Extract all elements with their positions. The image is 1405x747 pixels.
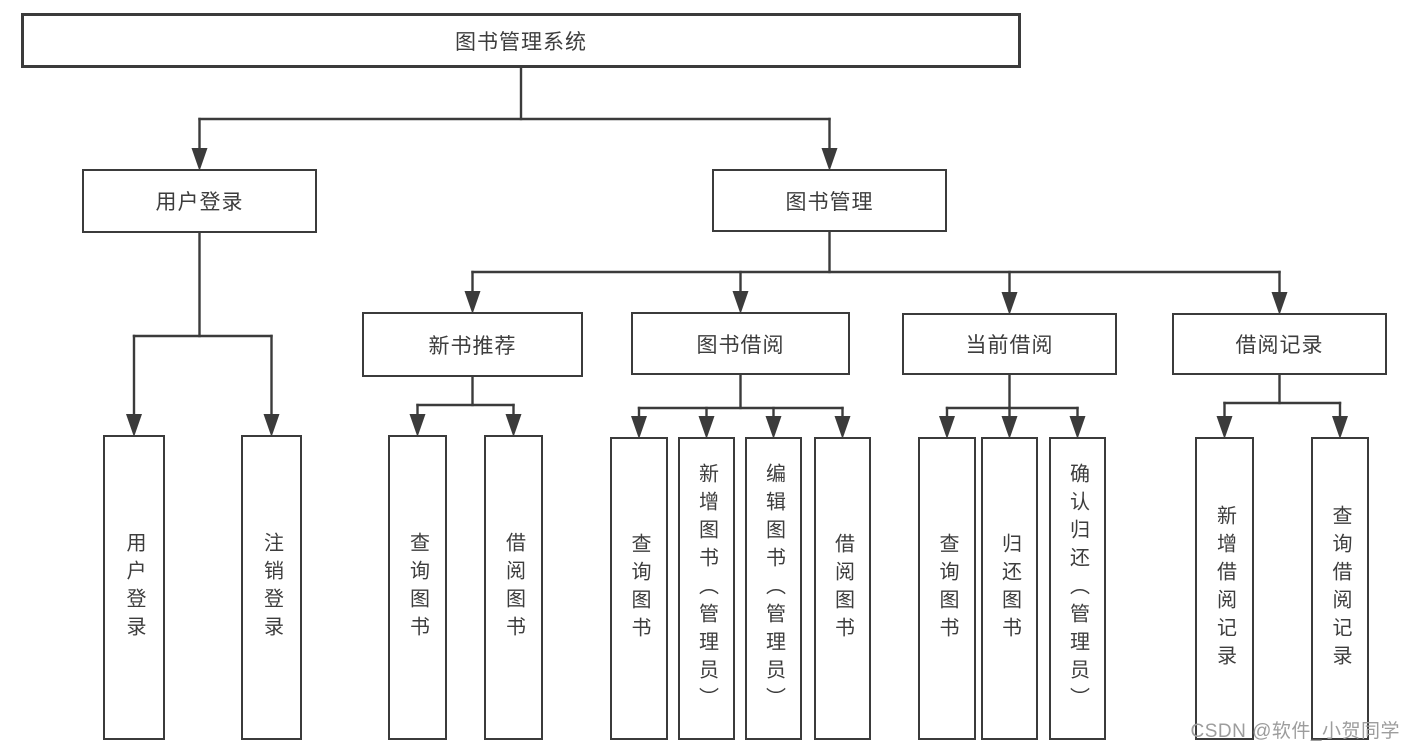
diagram-box-label: 查询图书 xyxy=(406,531,429,644)
arrowhead-icon xyxy=(631,416,647,439)
diagram-box-label: 查询图书 xyxy=(628,532,650,645)
arrowhead-icon xyxy=(409,414,426,437)
arrowhead-icon xyxy=(834,416,851,439)
arrowhead-icon xyxy=(821,148,838,171)
diagram-box-label: 查询图书 xyxy=(936,532,958,645)
diagram-box-label: 图书借阅 xyxy=(696,333,785,357)
diagram-box-label: 借阅记录 xyxy=(1235,334,1324,357)
diagram-box-label: 归还图书 xyxy=(998,532,1021,645)
diagram-box-node-newbook: 新书推荐 xyxy=(362,312,583,377)
diagram-box-node-manage: 图书管理 xyxy=(712,169,947,232)
diagram-box-label: 借阅图书 xyxy=(502,531,525,644)
diagram-box-label: 新增借阅记录 xyxy=(1213,504,1236,673)
diagram-box-label: 借阅图书 xyxy=(831,532,854,645)
diagram-box-label: 新增图书（管理员） xyxy=(695,462,718,715)
diagram-box-node-borrow: 图书借阅 xyxy=(631,312,850,375)
arrowhead-icon xyxy=(1332,416,1348,439)
diagram-box-node-records: 借阅记录 xyxy=(1172,313,1387,375)
watermark: CSDN @软件_小贺同学 xyxy=(1190,721,1400,742)
diagram-box-leaf-bw-add: 新增图书（管理员） xyxy=(678,437,735,740)
arrowhead-icon xyxy=(126,414,142,437)
diagram-box-label: 用户登录 xyxy=(155,191,244,214)
arrowhead-icon xyxy=(698,416,715,439)
arrowhead-icon xyxy=(1069,416,1086,439)
diagram-box-label: 用户登录 xyxy=(123,531,145,644)
arrowhead-icon xyxy=(939,416,955,439)
diagram-box-label: 新书推荐 xyxy=(428,334,517,358)
arrowhead-icon xyxy=(732,291,749,314)
arrowhead-icon xyxy=(765,416,782,439)
diagram-box-label: 编辑图书（管理员） xyxy=(762,462,785,715)
arrowhead-icon xyxy=(1216,416,1233,439)
arrowhead-icon xyxy=(191,148,208,171)
diagram-box-leaf-rec-add: 新增借阅记录 xyxy=(1195,437,1254,740)
diagram-box-leaf-bw-edit: 编辑图书（管理员） xyxy=(745,437,802,740)
diagram-box-leaf-cur-return: 归还图书 xyxy=(981,437,1038,740)
arrowhead-icon xyxy=(1271,292,1288,315)
diagram-box-leaf-nb-query: 查询图书 xyxy=(388,435,447,740)
diagram-box-node-login: 用户登录 xyxy=(82,169,317,233)
diagram-box-leaf-bw-borrow: 借阅图书 xyxy=(814,437,871,740)
diagram-box-leaf-cur-query: 查询图书 xyxy=(918,437,976,740)
diagram-box-leaf-nb-borrow: 借阅图书 xyxy=(484,435,543,740)
diagram-box-node-current: 当前借阅 xyxy=(902,313,1117,375)
diagram-box-leaf-rec-query: 查询借阅记录 xyxy=(1311,437,1369,740)
arrowhead-icon xyxy=(1001,292,1018,315)
diagram-box-label: 图书管理 xyxy=(785,190,874,214)
arrowhead-icon xyxy=(464,291,481,314)
diagram-box-label: 确认归还（管理员） xyxy=(1066,462,1089,715)
arrowhead-icon xyxy=(1001,416,1018,439)
diagram-box-leaf-user-login: 用户登录 xyxy=(103,435,165,740)
arrowhead-icon xyxy=(263,414,280,437)
arrowhead-icon xyxy=(505,414,522,437)
diagram-box-leaf-cur-confirm: 确认归还（管理员） xyxy=(1049,437,1106,740)
diagram-box-label: 查询借阅记录 xyxy=(1329,504,1351,673)
diagram-box-label: 注销登录 xyxy=(260,531,283,644)
diagram-box-leaf-bw-query: 查询图书 xyxy=(610,437,668,740)
diagram-box-label: 当前借阅 xyxy=(965,334,1054,357)
diagram-box-root: 图书管理系统 xyxy=(21,13,1021,68)
diagram-box-label: 图书管理系统 xyxy=(455,30,587,54)
diagram-box-leaf-logout: 注销登录 xyxy=(241,435,302,740)
